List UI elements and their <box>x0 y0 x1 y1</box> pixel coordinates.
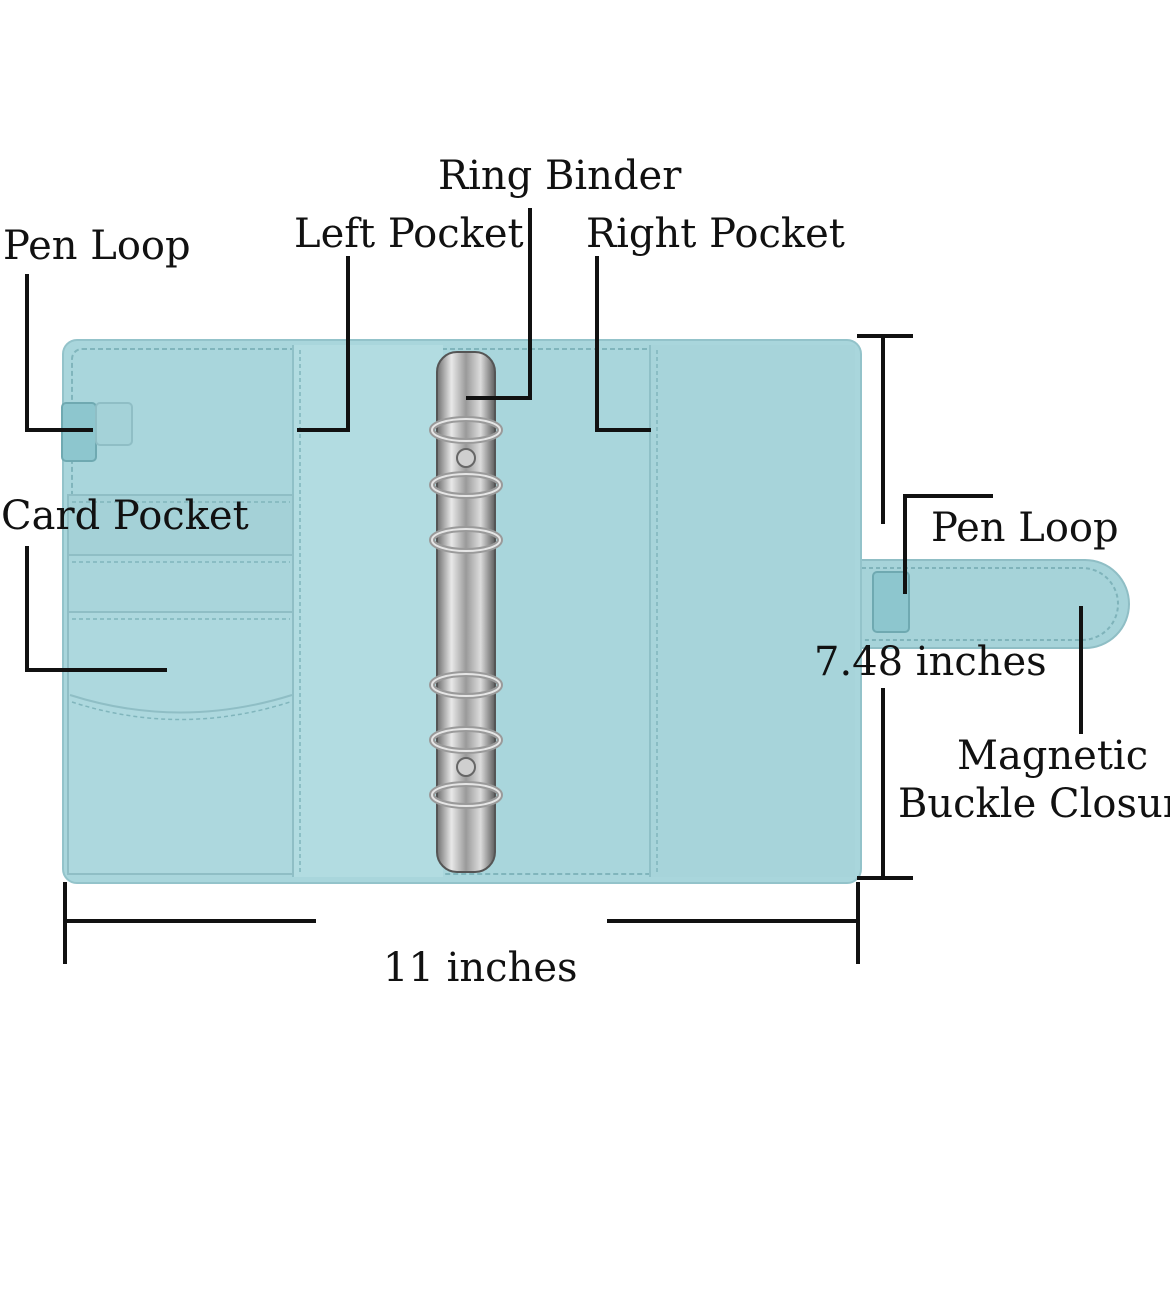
height-dimension-lower-bar <box>881 688 885 878</box>
magnetic-buckle-tab <box>839 559 1130 649</box>
ring-binder-mechanism <box>429 351 503 873</box>
height-dimension-bottom-cap <box>857 876 913 880</box>
width-dimension-left-bar <box>63 919 316 923</box>
label-pen-loop-right: Pen Loop <box>931 505 1119 551</box>
pen-loop-right-leader-h <box>903 494 993 498</box>
label-ring-binder: Ring Binder <box>438 153 682 199</box>
pen-loop-left <box>61 402 133 462</box>
width-dimension-right-bar <box>607 919 860 923</box>
left-pocket-leader-v <box>346 256 350 432</box>
magnetic-leader-v <box>1079 606 1083 734</box>
ring-binder-leader-h <box>466 396 532 400</box>
right-pocket-leader-v <box>595 256 599 432</box>
card-pocket-leader-h <box>25 668 167 672</box>
right-pocket-panel <box>649 345 855 877</box>
height-dimension-upper-bar <box>881 334 885 524</box>
width-dimension-right-cap <box>856 882 860 964</box>
width-dimension-left-cap <box>63 882 67 964</box>
left-pocket-leader-h <box>297 428 350 432</box>
label-card-pocket: Card Pocket <box>1 493 249 539</box>
left-pocket-panel <box>292 345 443 877</box>
label-right-pocket: Right Pocket <box>586 211 845 257</box>
right-pocket-leader-h <box>595 428 651 432</box>
card-pockets <box>67 494 294 875</box>
label-magnetic-line2: Buckle Closure <box>898 781 1170 827</box>
card-pocket-leader-v <box>25 546 29 672</box>
pen-loop-left-leader-v <box>25 274 29 432</box>
pen-loop-left-leader-h <box>25 428 93 432</box>
label-width-dimension: 11 inches <box>383 945 578 991</box>
label-left-pocket: Left Pocket <box>294 211 524 257</box>
label-magnetic-line1: Magnetic <box>957 733 1149 779</box>
pen-loop-right <box>872 571 910 633</box>
pen-loop-right-leader-v <box>903 494 907 594</box>
label-pen-loop-left: Pen Loop <box>3 223 191 269</box>
ring-binder-leader-v <box>528 208 532 400</box>
label-height-dimension: 7.48 inches <box>814 639 1047 685</box>
height-dimension-top-cap <box>857 334 913 338</box>
